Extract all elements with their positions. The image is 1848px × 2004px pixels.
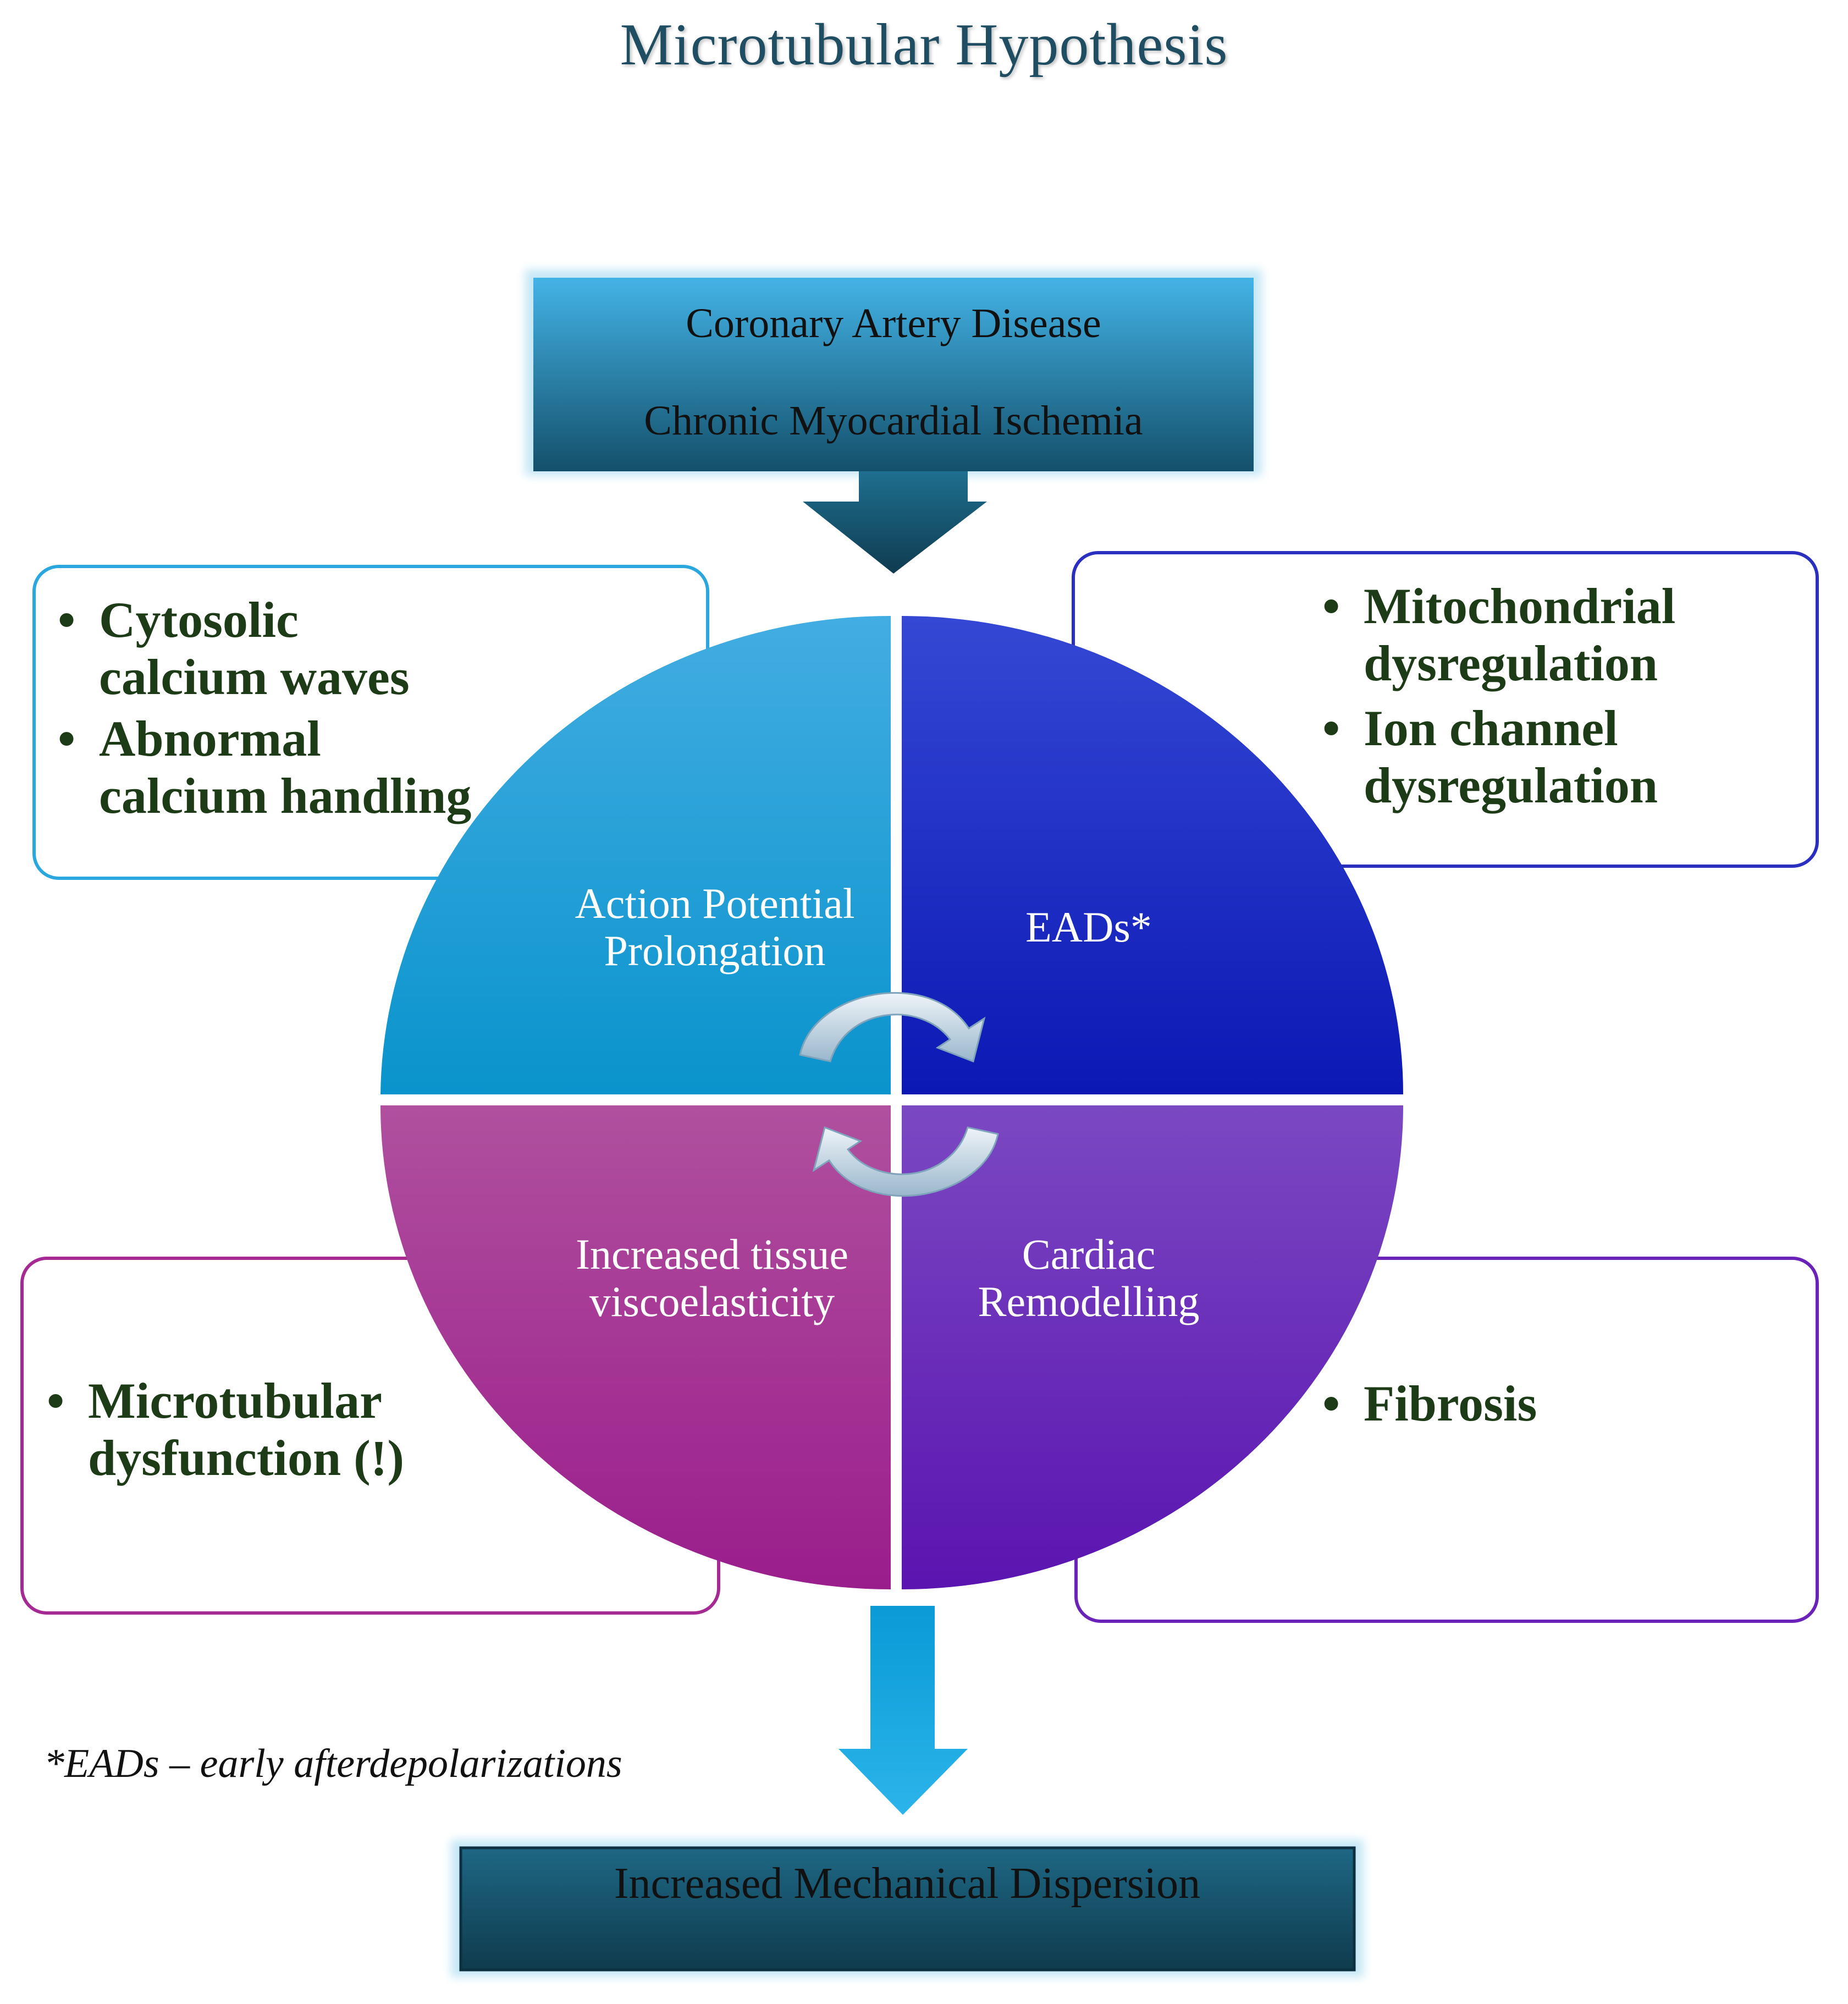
list-item: Mitochondrial dysregulation bbox=[1322, 577, 1795, 692]
quadrant-label-top-left: Action Potential Prolongation bbox=[539, 880, 891, 975]
top-box-line-2: Chronic Myocardial Ischemia bbox=[644, 398, 1143, 444]
side-list-top-right: Mitochondrial dysregulation Ion channel … bbox=[1322, 577, 1795, 814]
quadrant-label-bottom-left-line-1: Increased tissue bbox=[576, 1230, 848, 1278]
top-box-line-1: Coronary Artery Disease bbox=[686, 300, 1101, 346]
side-list-bottom-right: Fibrosis bbox=[1322, 1375, 1762, 1432]
list-item: Cytosolic calcium waves bbox=[58, 591, 476, 706]
quadrant-label-top-left-line-1: Action Potential bbox=[575, 879, 855, 927]
quadrant-top-left bbox=[380, 616, 891, 1094]
cycle-arrow-bottom bbox=[812, 1126, 999, 1197]
footnote: *EADs – early afterdepolarizations bbox=[44, 1741, 622, 1786]
side-list-top-left: Cytosolic calcium waves Abnormal calcium… bbox=[58, 591, 476, 824]
quadrant-bottom-left bbox=[380, 1105, 891, 1589]
cycle-arrow-top bbox=[799, 992, 986, 1063]
list-item: Fibrosis bbox=[1322, 1375, 1762, 1432]
quadrant-top-right bbox=[902, 616, 1403, 1094]
list-item: Ion channel dysregulation bbox=[1322, 700, 1795, 814]
quadrant-bottom-right bbox=[902, 1105, 1403, 1589]
quadrant-label-top-left-line-2: Prolongation bbox=[604, 927, 826, 975]
top-arrow bbox=[803, 471, 987, 574]
quadrant-label-top-right: EADs* bbox=[935, 904, 1243, 951]
quadrant-label-bottom-left-line-2: viscoelasticity bbox=[589, 1278, 835, 1325]
diagram-title: Microtubular Hypothesis bbox=[620, 12, 1228, 78]
quadrant-label-bottom-right-line-2: Remodelling bbox=[978, 1278, 1200, 1325]
bottom-arrow bbox=[839, 1606, 968, 1815]
bottom-box-label: Increased Mechanical Dispersion bbox=[614, 1859, 1201, 1908]
quadrant-label-top-right-line-1: EADs* bbox=[1025, 903, 1152, 951]
side-list-bottom-left: Microtubular dysfunction (!) bbox=[47, 1372, 454, 1487]
quadrant-label-bottom-left: Increased tissue viscoelasticity bbox=[536, 1231, 888, 1325]
list-item: Abnormal calcium handling bbox=[58, 710, 476, 824]
quadrant-label-bottom-right: Cardiac Remodelling bbox=[935, 1231, 1243, 1325]
list-item: Microtubular dysfunction (!) bbox=[47, 1372, 454, 1487]
bottom-box bbox=[459, 1846, 1356, 1972]
top-box bbox=[533, 278, 1254, 471]
quadrant-label-bottom-right-line-1: Cardiac bbox=[1022, 1230, 1156, 1278]
